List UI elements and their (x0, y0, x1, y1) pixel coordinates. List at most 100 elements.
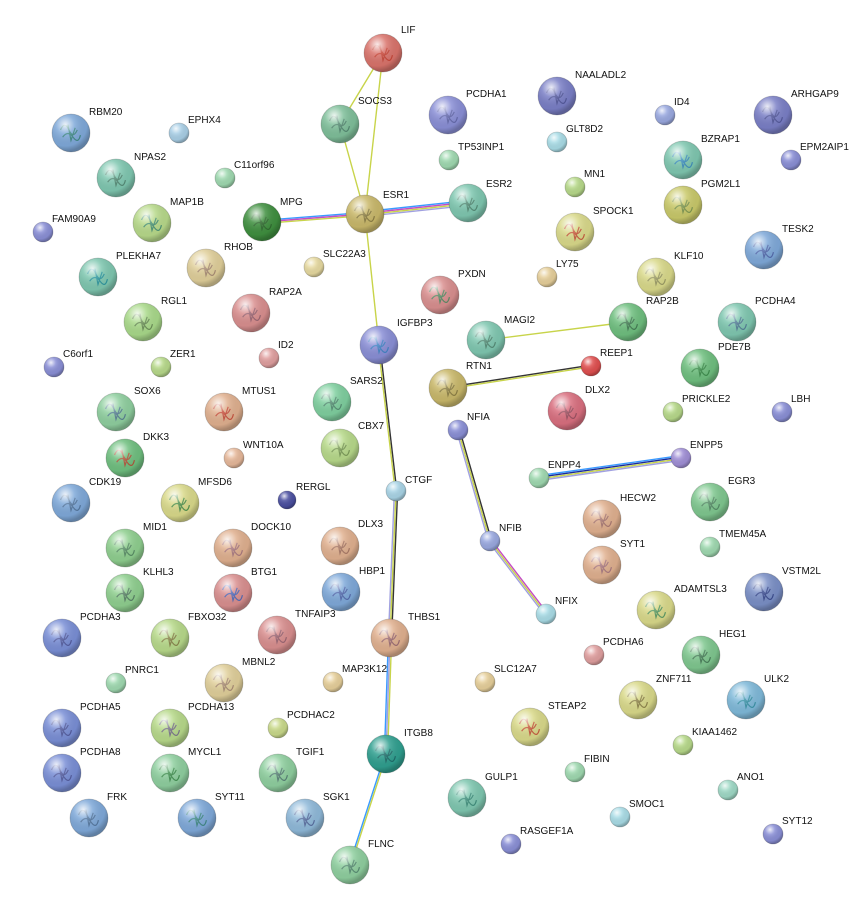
node-PCDHA1[interactable]: PCDHA1 (428, 89, 507, 135)
edge-IGFBP3-CTGF[interactable] (377, 344, 398, 492)
node-ULK2[interactable]: ULK2 (726, 674, 789, 720)
node-CBX7[interactable]: CBX7 (320, 421, 385, 468)
node-SOCS3[interactable]: SOCS3 (320, 96, 392, 144)
node-HECW2[interactable]: HECW2 (582, 493, 657, 539)
node-EPM2AIP1[interactable]: EPM2AIP1 (780, 142, 849, 171)
node-FLNC[interactable]: FLNC (330, 839, 394, 885)
node-SOX6[interactable]: SOX6 (96, 386, 161, 432)
node-FBXO32[interactable]: FBXO32 (150, 612, 227, 658)
node-CTGF[interactable]: CTGF (385, 475, 432, 502)
node-RHOB[interactable]: RHOB (186, 242, 253, 288)
node-PDE7B[interactable]: PDE7B (680, 342, 751, 388)
node-RASGEF1A[interactable]: RASGEF1A (500, 826, 574, 855)
node-HEG1[interactable]: HEG1 (681, 629, 747, 675)
node-TP53INP1[interactable]: TP53INP1 (438, 142, 505, 171)
node-WNT10A[interactable]: WNT10A (223, 440, 284, 469)
node-KIAA1462[interactable]: KIAA1462 (672, 727, 737, 756)
edge-MAGI2-RAP2B[interactable] (485, 321, 629, 341)
node-PLEKHA7[interactable]: PLEKHA7 (78, 251, 161, 297)
node-NFIA[interactable]: NFIA (447, 412, 490, 441)
node-MTUS1[interactable]: MTUS1 (204, 386, 276, 432)
node-TGIF1[interactable]: TGIF1 (258, 747, 325, 793)
node-ENPP4[interactable]: ENPP4 (528, 460, 581, 489)
node-PNRC1[interactable]: PNRC1 (105, 665, 159, 694)
node-PCDHA6[interactable]: PCDHA6 (583, 637, 644, 666)
node-NAALADL2[interactable]: NAALADL2 (537, 70, 627, 116)
node-SLC12A7[interactable]: SLC12A7 (474, 664, 537, 693)
node-MBNL2[interactable]: MBNL2 (204, 657, 276, 703)
node-PXDN[interactable]: PXDN (420, 269, 486, 315)
node-PRICKLE2[interactable]: PRICKLE2 (662, 394, 731, 423)
node-MAP3K12[interactable]: MAP3K12 (322, 664, 387, 693)
node-PCDHA4[interactable]: PCDHA4 (717, 296, 796, 342)
edge-THBS1-ITGB8[interactable] (383, 637, 393, 755)
node-GULP1[interactable]: GULP1 (447, 772, 518, 818)
node-ZNF711[interactable]: ZNF711 (618, 674, 692, 720)
node-CDK19[interactable]: CDK19 (51, 477, 122, 523)
node-MFSD6[interactable]: MFSD6 (160, 477, 232, 523)
node-NPAS2[interactable]: NPAS2 (96, 152, 166, 198)
edge-RTN1-REEP1[interactable] (447, 364, 592, 390)
node-ADAMTSL3[interactable]: ADAMTSL3 (636, 584, 727, 630)
node-ID4[interactable]: ID4 (654, 97, 690, 126)
node-FIBIN[interactable]: FIBIN (564, 754, 610, 783)
node-TNFAIP3[interactable]: TNFAIP3 (257, 609, 336, 655)
edge-ENPP4-ENPP5[interactable] (538, 454, 682, 482)
node-PCDHA8[interactable]: PCDHA8 (42, 747, 121, 793)
node-BTG1[interactable]: BTG1 (213, 567, 278, 613)
node-RBM20[interactable]: RBM20 (51, 107, 123, 153)
node-STEAP2[interactable]: STEAP2 (510, 701, 587, 747)
node-KLF10[interactable]: KLF10 (636, 251, 704, 297)
node-SYT12[interactable]: SYT12 (762, 816, 813, 845)
node-DKK3[interactable]: DKK3 (105, 432, 170, 478)
node-HBP1[interactable]: HBP1 (321, 566, 386, 612)
node-PCDHA5[interactable]: PCDHA5 (42, 702, 121, 748)
node-ANO1[interactable]: ANO1 (717, 772, 765, 801)
node-NFIB[interactable]: NFIB (479, 523, 522, 552)
node-TESK2[interactable]: TESK2 (744, 224, 814, 270)
node-MYCL1[interactable]: MYCL1 (150, 747, 222, 793)
node-VSTM2L[interactable]: VSTM2L (744, 566, 821, 612)
node-DLX2[interactable]: DLX2 (547, 385, 610, 431)
node-FAM90A9[interactable]: FAM90A9 (32, 214, 96, 243)
node-ID2[interactable]: ID2 (258, 340, 294, 369)
node-RGL1[interactable]: RGL1 (123, 296, 188, 342)
node-DLX3[interactable]: DLX3 (320, 519, 383, 566)
node-RAP2A[interactable]: RAP2A (231, 287, 302, 333)
edge-NFIA-NFIB[interactable] (455, 429, 493, 542)
node-GLT8D2[interactable]: GLT8D2 (546, 124, 603, 153)
node-ENPP5[interactable]: ENPP5 (670, 440, 723, 469)
node-SARS2[interactable]: SARS2 (312, 376, 383, 422)
node-C11orf96[interactable]: C11orf96 (214, 160, 275, 189)
node-ZER1[interactable]: ZER1 (150, 349, 196, 378)
node-TMEM45A[interactable]: TMEM45A (699, 529, 767, 558)
node-LY75[interactable]: LY75 (536, 259, 579, 288)
node-PCDHA3[interactable]: PCDHA3 (42, 612, 121, 658)
node-SMOC1[interactable]: SMOC1 (609, 799, 665, 828)
node-ARHGAP9[interactable]: ARHGAP9 (753, 89, 839, 135)
node-FRK[interactable]: FRK (69, 792, 127, 838)
node-RTN1[interactable]: RTN1 (428, 361, 492, 408)
node-C6orf1[interactable]: C6orf1 (43, 349, 93, 378)
edge-NFIB-NFIX[interactable] (488, 539, 548, 616)
edge-CTGF-THBS1[interactable] (387, 490, 399, 639)
node-EPHX4[interactable]: EPHX4 (168, 115, 221, 144)
node-DOCK10[interactable]: DOCK10 (213, 522, 291, 568)
node-ITGB8[interactable]: ITGB8 (366, 728, 433, 774)
node-MN1[interactable]: MN1 (564, 169, 606, 198)
node-THBS1[interactable]: THBS1 (370, 612, 441, 658)
node-MID1[interactable]: MID1 (105, 522, 167, 568)
node-SYT1[interactable]: SYT1 (582, 539, 645, 585)
node-RERGL[interactable]: RERGL (277, 482, 331, 510)
node-EGR3[interactable]: EGR3 (690, 476, 756, 522)
node-BZRAP1[interactable]: BZRAP1 (663, 134, 740, 180)
node-SYT11[interactable]: SYT11 (177, 792, 245, 838)
node-REEP1[interactable]: REEP1 (580, 348, 633, 377)
node-KLHL3[interactable]: KLHL3 (105, 567, 174, 613)
edge-ESR1-IGFBP3[interactable] (364, 213, 380, 346)
node-ESR2[interactable]: ESR2 (448, 179, 513, 223)
node-MPG[interactable]: MPG (242, 197, 303, 242)
node-ESR1[interactable]: ESR1 (345, 190, 410, 234)
node-LBH[interactable]: LBH (771, 394, 810, 423)
node-RAP2B[interactable]: RAP2B (608, 296, 679, 342)
